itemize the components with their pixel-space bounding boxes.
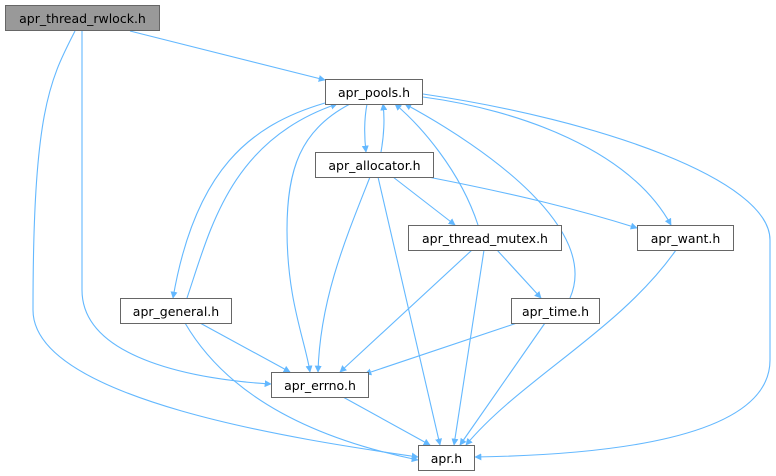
edge-rwlock-apr bbox=[32, 30, 419, 460]
node-apr-thread-mutex-h[interactable]: apr_thread_mutex.h bbox=[408, 225, 562, 251]
node-apr-errno-h[interactable]: apr_errno.h bbox=[271, 372, 369, 398]
edge-allocator-thread-mutex bbox=[392, 176, 456, 226]
edge-thread-mutex-time bbox=[496, 249, 542, 299]
edge-pools-allocator bbox=[361, 103, 369, 153]
edge-time-pools bbox=[404, 103, 576, 299]
edge-general-apr bbox=[184, 322, 419, 463]
edge-allocator-apr bbox=[377, 176, 442, 446]
edge-allocator-want bbox=[427, 176, 638, 230]
edge-general-pools bbox=[186, 102, 338, 299]
node-apr-want-h[interactable]: apr_want.h bbox=[637, 225, 734, 251]
edge-rwlock-pools bbox=[129, 30, 326, 82]
edge-time-apr bbox=[459, 322, 546, 446]
node-apr-h[interactable]: apr.h bbox=[418, 445, 475, 471]
node-apr-thread-rwlock-h: apr_thread_rwlock.h bbox=[5, 5, 160, 31]
edge-time-errno bbox=[364, 322, 518, 376]
edge-errno-apr bbox=[342, 396, 431, 446]
node-apr-general-h[interactable]: apr_general.h bbox=[120, 298, 232, 324]
edge-allocator-errno bbox=[314, 176, 371, 373]
edge-general-errno bbox=[199, 322, 291, 373]
edge-pools-apr bbox=[422, 93, 771, 461]
edge-rwlock-errno bbox=[81, 31, 272, 388]
edge-thread-mutex-errno bbox=[339, 249, 473, 373]
edge-allocator-pools bbox=[380, 103, 388, 153]
node-apr-allocator-h[interactable]: apr_allocator.h bbox=[315, 152, 434, 178]
node-apr-time-h[interactable]: apr_time.h bbox=[511, 298, 600, 324]
edge-want-apr bbox=[465, 249, 677, 446]
edge-pools-errno bbox=[286, 103, 351, 373]
node-apr-pools-h[interactable]: apr_pools.h bbox=[325, 79, 423, 105]
edge-pools-general bbox=[170, 102, 326, 299]
edge-thread-mutex-pools bbox=[394, 103, 479, 226]
edge-thread-mutex-apr bbox=[451, 249, 485, 446]
edge-pools-want bbox=[422, 96, 672, 226]
